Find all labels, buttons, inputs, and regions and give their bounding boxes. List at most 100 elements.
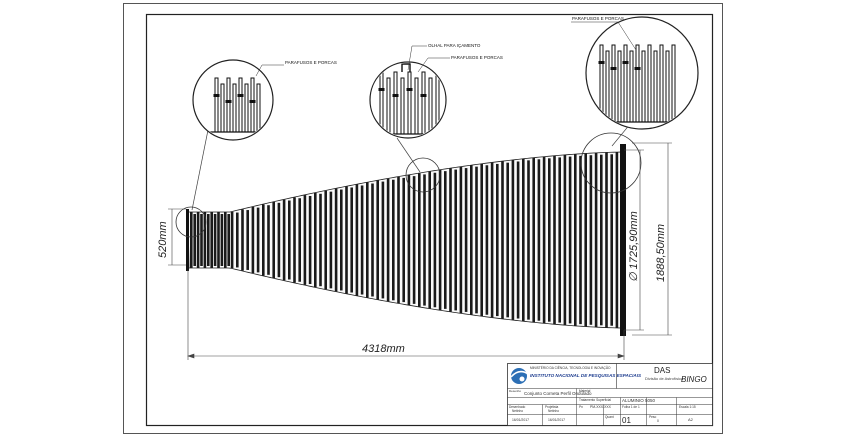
horn-rib <box>190 212 193 268</box>
horn-rib <box>464 168 468 312</box>
alloy-value: ALUMINIO 5050 <box>622 398 656 403</box>
horn-rib <box>376 180 379 300</box>
quantity-value: 01 <box>622 416 631 425</box>
horn-rib <box>594 152 598 328</box>
callout-left-label: PARAFUSOS E PORCAS <box>285 60 337 65</box>
mass-label: Peso <box>649 415 656 419</box>
horn-rib <box>224 212 227 268</box>
project-name: BINGO <box>681 375 707 384</box>
horn-rib <box>308 195 312 285</box>
horn-rib <box>511 160 515 320</box>
horn-rib <box>196 212 200 268</box>
horn-rib <box>227 214 230 266</box>
horn-rib <box>386 178 390 302</box>
horn-rib <box>282 199 286 281</box>
horn-rib <box>423 174 426 306</box>
horn-end-flange <box>620 144 626 336</box>
detail-region-mid <box>405 157 441 193</box>
horn-rib <box>454 169 457 311</box>
mass-value: 0 <box>657 419 659 423</box>
horn-rib <box>475 166 478 314</box>
material-label: Material <box>579 389 591 393</box>
bolt-nut <box>213 94 220 97</box>
horn-rib <box>407 175 411 305</box>
horn-rib <box>449 168 452 312</box>
institute-top-line: MINISTÉRIO DA CIÊNCIA, TECNOLOGIA E INOV… <box>530 365 611 370</box>
detail-view-left <box>192 59 274 141</box>
horn-rib <box>428 171 431 309</box>
horn-start-flange <box>186 209 189 271</box>
drawn-label: Desenhado <box>509 405 526 409</box>
horn-rib <box>207 214 210 266</box>
bolt-nut <box>622 61 629 64</box>
horn-rib <box>329 191 333 289</box>
horn-rib <box>402 177 405 303</box>
part-number-value: PM-XXX-XXX <box>590 405 612 409</box>
bolt-nut <box>237 94 244 97</box>
callout-right-label: PARAFUSOS E PORCAS <box>572 16 624 21</box>
horn-rib <box>355 184 359 296</box>
dimension-small-end: 520mm <box>157 221 169 258</box>
horn-rib <box>303 195 307 285</box>
bolt-nut <box>406 88 413 91</box>
bolt-nut <box>610 67 617 70</box>
bolt-nut <box>598 61 605 64</box>
horn-rib <box>610 154 613 326</box>
horn-rib <box>615 152 619 328</box>
horn-rib <box>548 158 551 322</box>
designer-date: 16/01/2017 <box>548 418 565 422</box>
detail-view-middle <box>369 61 447 139</box>
horn-rib <box>527 160 530 320</box>
horn-rib <box>433 172 437 308</box>
horn-rib <box>277 202 281 278</box>
detail-region-small-end <box>175 206 207 238</box>
bolt-nut <box>249 100 256 103</box>
horn-rib <box>584 153 587 327</box>
sheet-inner-border <box>145 13 714 427</box>
horn-rib <box>288 200 291 280</box>
title-block: MINISTÉRIO DA CIÊNCIA, TECNOLOGIA E INOV… <box>507 363 713 426</box>
horn-rib <box>236 212 239 268</box>
callout-labels: PARAFUSOS E PORCAS OLHAL PARA IÇAMENTO P… <box>255 16 637 77</box>
drawn-by: Netinho <box>512 409 523 413</box>
division-code: DAS <box>654 366 670 375</box>
sheet-outer-border <box>123 3 723 434</box>
horn-rib <box>522 158 525 322</box>
part-number-label: Pn <box>579 405 583 409</box>
callout-mid-label: PARAFUSOS E PORCAS <box>451 55 503 60</box>
part-title: Conjunto Corneta Perfil Ondulado <box>524 391 592 396</box>
horn-rib <box>350 187 353 293</box>
horn-rib <box>262 204 265 276</box>
horn-rib <box>193 214 196 266</box>
horn-rib <box>568 156 572 324</box>
horn-rib <box>392 179 395 301</box>
horn-rib <box>516 161 520 319</box>
bolt-nut <box>420 94 427 97</box>
horn-rib <box>366 182 369 298</box>
horn-rib <box>444 171 447 309</box>
sheet-count: Folha 1 de 1 <box>622 405 640 409</box>
horn-rib <box>558 157 561 323</box>
horn-rib <box>574 154 577 326</box>
dimension-length: 4318mm <box>362 343 405 355</box>
lifting-eye <box>401 63 411 72</box>
horn-rib <box>203 212 207 268</box>
horn-rib <box>314 192 317 288</box>
horn-rib <box>563 154 567 326</box>
corrugated-horn <box>186 144 626 336</box>
horn-rib <box>485 165 489 315</box>
bolt-nut <box>378 88 385 91</box>
horn-rib <box>256 207 260 273</box>
dimension-outer-height: 1888,50mm <box>655 224 667 282</box>
quantity-label: Quant <box>605 415 614 419</box>
horn-rib <box>537 159 541 321</box>
horn-rib <box>340 189 343 291</box>
horn-rib <box>210 212 213 268</box>
bolt-nut <box>225 100 232 103</box>
dimension-inner-diameter: ∅ 1725,90mm <box>628 211 640 282</box>
horn-rib <box>334 188 338 292</box>
horn-rib <box>542 156 546 324</box>
horn-rib <box>241 209 244 271</box>
horn-rib <box>324 190 327 290</box>
